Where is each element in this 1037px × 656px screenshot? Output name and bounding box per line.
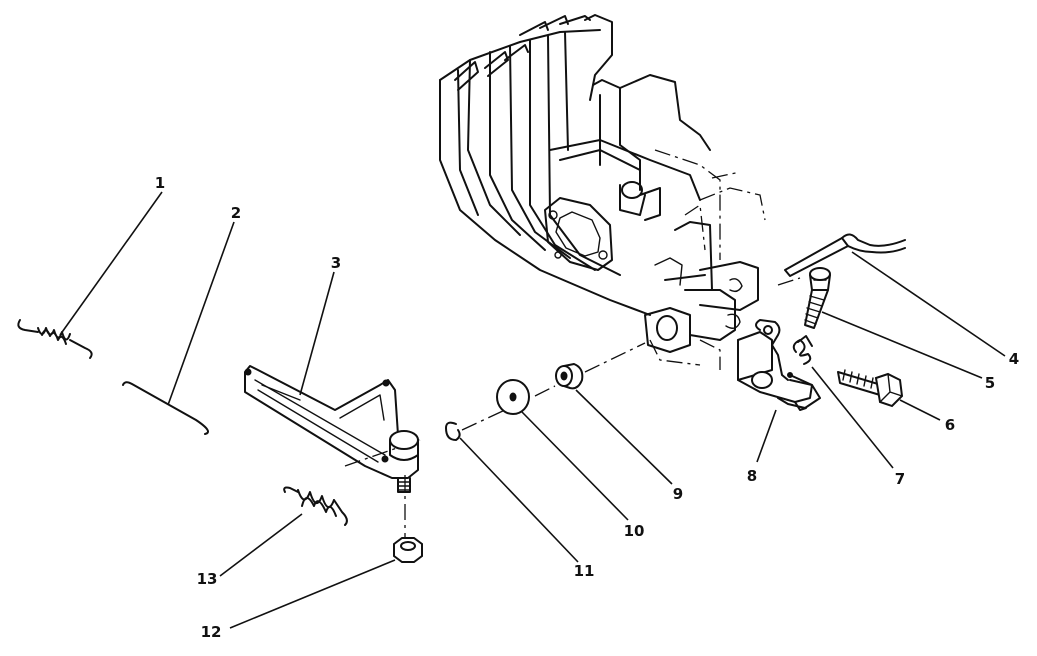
part-11-retaining-ring <box>445 421 461 441</box>
leader-11 <box>459 437 579 563</box>
part-1-spring <box>17 319 93 359</box>
leader-12 <box>229 559 396 629</box>
part-8-bracket <box>737 319 821 411</box>
leader-10 <box>521 411 629 521</box>
leader-7 <box>811 366 894 469</box>
callout-11: 11 <box>574 562 595 580</box>
callout-13: 13 <box>197 570 218 588</box>
callout-7: 7 <box>895 470 905 488</box>
part-3-governor-arm <box>244 365 419 493</box>
callout-4: 4 <box>1009 350 1019 368</box>
leader-lines <box>59 191 1006 629</box>
callout-2: 2 <box>231 204 241 222</box>
part-4-linkage-rod <box>784 233 906 277</box>
callout-3: 3 <box>331 254 341 272</box>
leader-6 <box>899 399 941 421</box>
leader-1 <box>59 191 163 336</box>
callout-8: 8 <box>747 467 757 485</box>
callout-5: 5 <box>985 374 995 392</box>
part-9-bushing <box>555 363 584 390</box>
part-5-screw <box>804 267 831 329</box>
callout-9: 9 <box>673 485 683 503</box>
callout-labels: 1 2 3 4 5 6 7 8 9 10 11 12 13 <box>155 174 1019 641</box>
callout-6: 6 <box>945 416 955 434</box>
part-10-washer <box>496 379 530 415</box>
leader-8 <box>756 409 777 463</box>
leader-13 <box>219 513 303 577</box>
part-13-spring <box>283 486 348 526</box>
part-7-spring <box>792 335 813 365</box>
engine-block <box>439 14 766 370</box>
part-12-nut <box>393 537 423 563</box>
leader-2 <box>167 221 235 406</box>
part-2-wire-link <box>122 381 209 435</box>
callout-1: 1 <box>155 174 165 192</box>
callout-10: 10 <box>624 522 645 540</box>
leader-9 <box>575 389 673 485</box>
leader-3 <box>299 271 335 396</box>
center-lines <box>344 277 801 540</box>
part-6-bolt <box>837 369 904 408</box>
leader-5 <box>821 311 983 379</box>
callout-12: 12 <box>201 623 222 641</box>
leader-4 <box>851 251 1006 357</box>
